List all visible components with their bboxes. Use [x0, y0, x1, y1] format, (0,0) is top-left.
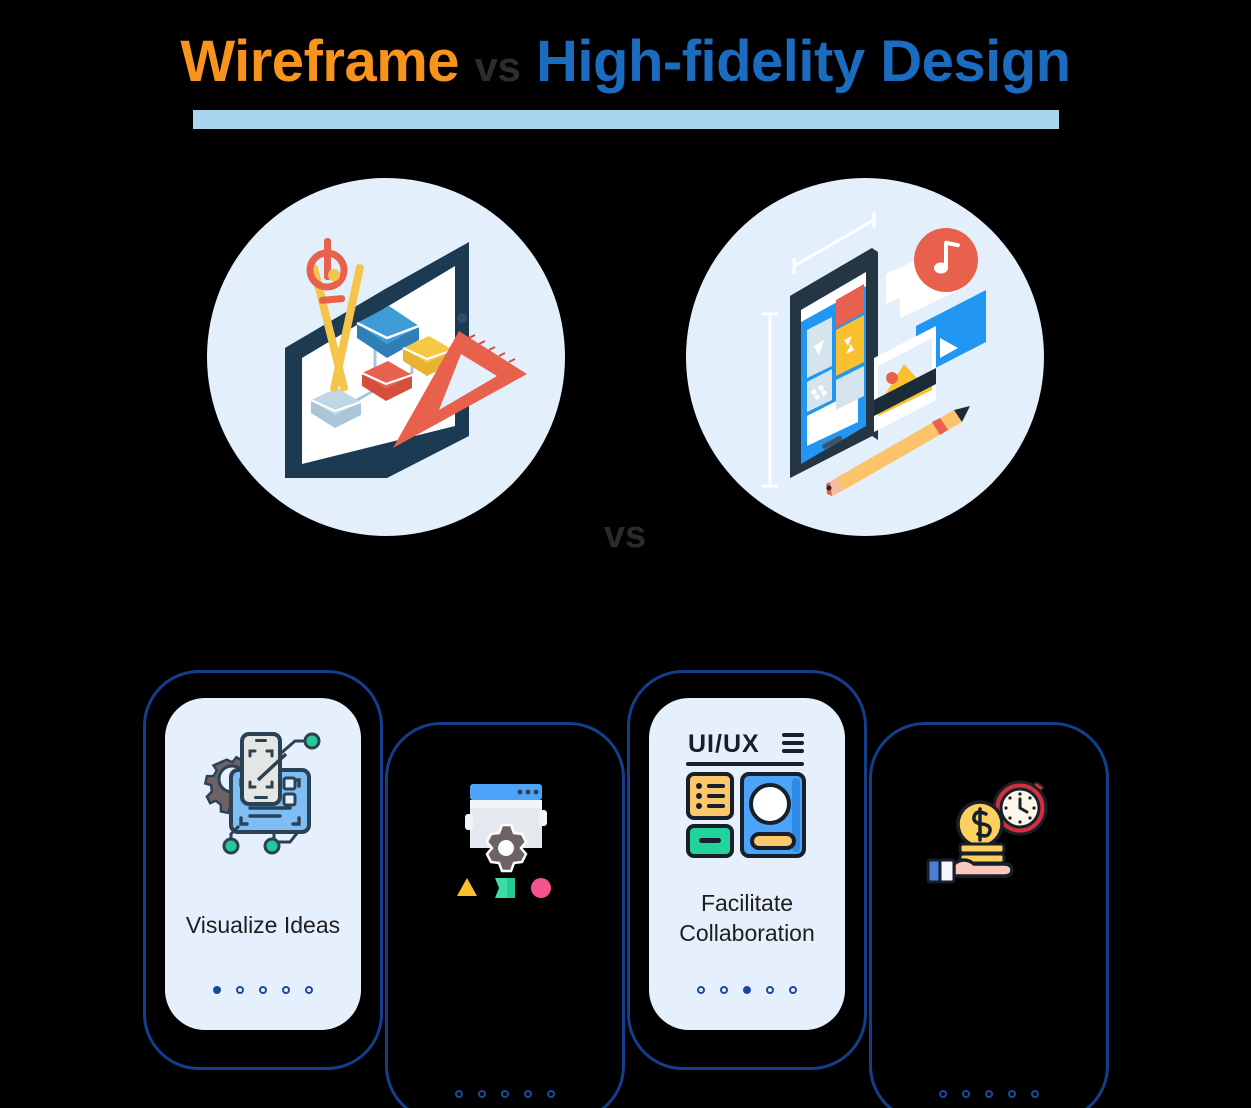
- hero-comparison: vs: [0, 178, 1251, 556]
- title-part-vs: vs: [474, 43, 521, 90]
- triangle-ruler-icon: [393, 331, 527, 448]
- dot-2[interactable]: [962, 1090, 970, 1098]
- compass-icon: [306, 238, 364, 392]
- uiux-heading-text: UI/UX: [688, 730, 760, 758]
- card-label: Facilitate Collaboration: [637, 888, 857, 948]
- card-outline: [143, 670, 383, 1070]
- card-label: Visualize Ideas: [185, 912, 341, 938]
- hand-coins-clock-icon: [869, 778, 1109, 888]
- feature-cards: Visualize Ideas: [0, 650, 1251, 1108]
- dot-1[interactable]: [697, 986, 705, 994]
- dot-1[interactable]: [455, 1090, 463, 1098]
- dot-3[interactable]: [743, 986, 751, 994]
- dot-5[interactable]: [789, 986, 797, 994]
- dot-3[interactable]: [985, 1090, 993, 1098]
- dot-3[interactable]: [259, 986, 267, 994]
- card-label-line-2: Collaboration: [679, 920, 815, 946]
- title-underline-bar: [193, 110, 1059, 129]
- dot-3[interactable]: [501, 1090, 509, 1098]
- card-outline: [385, 722, 625, 1108]
- title-line: Wireframe vs High-fidelity Design: [0, 28, 1251, 95]
- card-dots[interactable]: [385, 1090, 625, 1098]
- dot-4[interactable]: [1008, 1090, 1016, 1098]
- dot-1[interactable]: [213, 986, 221, 994]
- card-label-line-1: Facilitate: [700, 890, 794, 916]
- dot-1[interactable]: [939, 1090, 947, 1098]
- card-outline: [627, 670, 867, 1070]
- pencil-icon: [826, 406, 970, 496]
- card-dots[interactable]: [627, 986, 867, 994]
- dot-2[interactable]: [720, 986, 728, 994]
- phone-gear-circuit-icon: [143, 726, 383, 856]
- yellow-triangle: [457, 878, 477, 896]
- dot-2[interactable]: [236, 986, 244, 994]
- pink-circle: [531, 878, 551, 898]
- card-dots[interactable]: [869, 1090, 1109, 1098]
- dot-5[interactable]: [305, 986, 313, 994]
- high-fidelity-illustration-svg: [762, 212, 986, 496]
- uiux-layout-icon: UI/UX: [627, 726, 867, 862]
- wireframe-illustration: [207, 178, 565, 536]
- dot-2[interactable]: [478, 1090, 486, 1098]
- wireframe-illustration-svg: [285, 238, 527, 478]
- high-fidelity-illustration: [686, 178, 1044, 536]
- dot-5[interactable]: [547, 1090, 555, 1098]
- title-part-wireframe: Wireframe: [180, 29, 460, 94]
- dot-5[interactable]: [1031, 1090, 1039, 1098]
- dot-4[interactable]: [282, 986, 290, 994]
- title-part-high-fidelity: High-fidelity Design: [536, 29, 1071, 94]
- card-inner-fill: [649, 698, 845, 1030]
- dot-4[interactable]: [524, 1090, 532, 1098]
- card-outline: [869, 722, 1109, 1108]
- page-title: Wireframe vs High-fidelity Design: [0, 28, 1251, 95]
- dot-4[interactable]: [766, 986, 774, 994]
- browser-gear-icon: [385, 778, 625, 918]
- hero-vs-label: vs: [603, 514, 647, 556]
- card-dots[interactable]: [143, 986, 383, 994]
